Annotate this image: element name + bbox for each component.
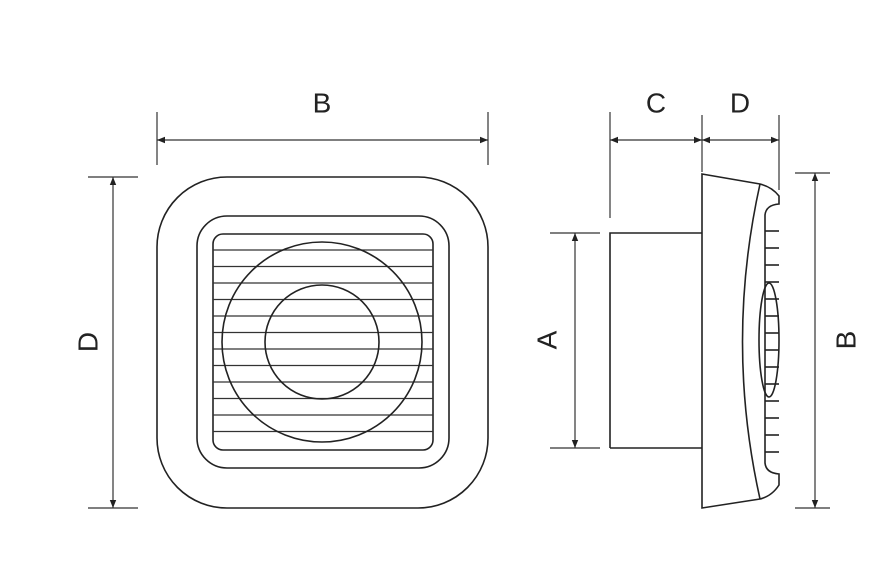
- fan-body: [701, 173, 780, 509]
- outer-circle: [221, 241, 423, 443]
- side-grille-lines: [765, 230, 779, 453]
- front-width-dimension: B: [156, 87, 489, 165]
- side-height-label: B: [830, 331, 861, 350]
- grille-lines: [213, 249, 433, 433]
- front-view: [156, 176, 489, 509]
- inner-frame: [196, 215, 450, 469]
- body-depth-label: D: [730, 87, 750, 118]
- front-height-label: D: [72, 332, 103, 352]
- duct: [609, 232, 702, 448]
- side-height-dimension: B: [795, 172, 861, 509]
- front-height-dimension: D: [72, 176, 138, 509]
- duct-diameter-dimension: A: [531, 232, 600, 449]
- front-width-label: B: [313, 87, 332, 118]
- side-view: [609, 173, 780, 509]
- duct-length-label: C: [646, 87, 666, 118]
- grille-frame: [212, 233, 434, 451]
- inner-circle: [264, 284, 380, 400]
- outer-frame: [156, 176, 489, 509]
- side-depth-dimensions: C D: [609, 87, 780, 218]
- duct-diameter-label: A: [531, 330, 562, 349]
- body-curve: [741, 183, 761, 500]
- motor-hub: [758, 282, 780, 398]
